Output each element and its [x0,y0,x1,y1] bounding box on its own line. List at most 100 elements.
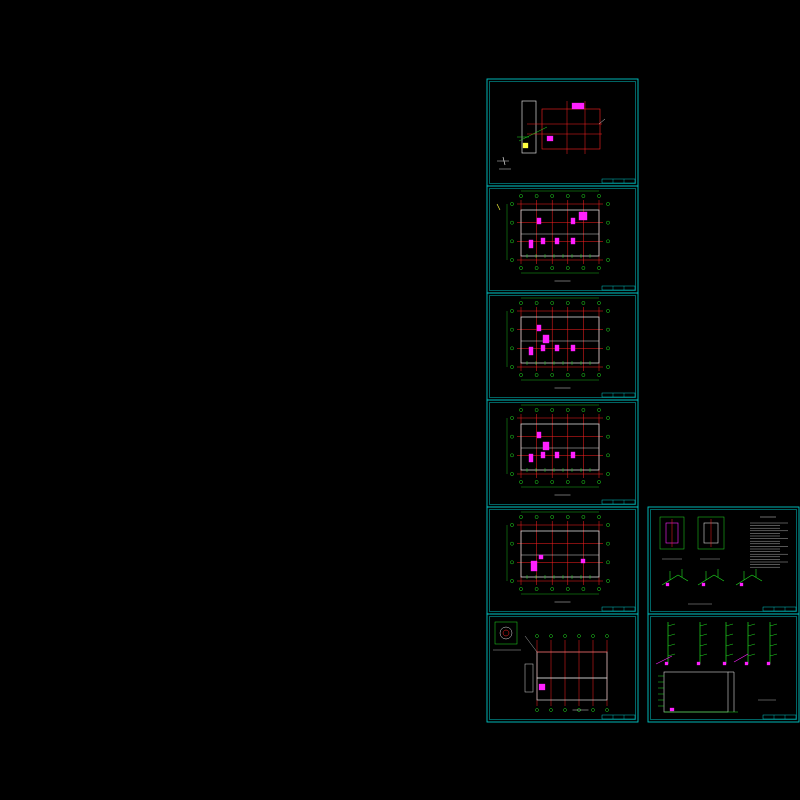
axis-bubble [534,480,539,484]
axis-bubble [534,408,539,412]
drawing-line [699,623,708,627]
axis-bubble [597,373,601,377]
drawing-line [725,653,734,657]
axis-bubble [510,560,514,565]
axis-bubble [606,453,610,458]
axis-bubble [606,560,610,565]
axis-bubble [510,239,514,244]
drawing-rect [546,135,554,142]
drawing-line [699,653,708,657]
floor-plan-sheet-2 [486,292,639,401]
drawing-line [769,633,778,637]
drawing-rect [601,499,636,505]
axis-bubble [581,587,586,591]
axis-bubble [550,515,555,519]
drawing-rect [542,441,550,451]
drawing-line [733,653,749,663]
axis-bubble [597,194,601,198]
axis-bubble [519,301,523,305]
drawing-line [751,574,763,582]
axis-bubble [606,523,610,527]
drawing-line [667,633,676,637]
drawing-rect [766,661,771,666]
axis-bubble [577,634,581,638]
drawing-rect [489,295,636,398]
drawing-rect [722,661,727,666]
axis-bubble [519,266,523,270]
axis-bubble [534,266,539,270]
drawing-rect [665,582,670,587]
drawing-rect [540,451,546,459]
drawing-rect [570,344,576,352]
drawing-rect [489,402,636,505]
axis-bubble [510,258,514,262]
drawing-rect [697,516,725,550]
axis-bubble [606,239,610,244]
axis-bubble [510,472,514,476]
drawing-rect [520,530,600,578]
tank-circle [499,626,513,640]
axis-bubble [565,266,570,270]
drawing-rect [541,108,601,150]
drawing-rect [538,554,544,560]
drawing-rect [538,683,546,691]
drawing-line [747,653,756,657]
drawing-rect [520,423,600,471]
axis-bubble [565,301,570,305]
axis-bubble [591,708,595,712]
drawing-line [769,643,778,647]
drawing-rect [669,707,675,712]
axis-bubble [550,266,555,270]
drawing-line [524,635,538,653]
drawing-line [667,653,676,657]
drawing-line [725,643,734,647]
drawing-rect [542,334,550,344]
drawing-rect [494,621,518,645]
sheets-layer [486,78,800,723]
drawing-rect [601,714,636,720]
drawing-rect [601,392,636,398]
drawing-line [713,574,725,582]
drawing-rect [578,211,588,221]
drawing-rect [528,239,534,249]
drawing-rect [530,560,538,572]
axis-bubble [581,515,586,519]
axis-bubble [510,327,514,332]
axis-bubble [606,472,610,476]
drawing-rect [601,606,636,612]
axis-bubble [519,515,523,519]
drawing-rect [601,178,636,184]
axis-bubble [534,587,539,591]
axis-bubble [605,708,609,712]
axis-bubble [519,373,523,377]
axis-bubble [534,301,539,305]
axis-bubble [550,480,555,484]
axis-bubble [510,220,514,225]
drawing-rect [739,582,744,587]
drawing-rect [664,661,669,666]
roof-plan-sheet [486,613,639,723]
drawing-rect [486,613,639,723]
drawing-rect [762,714,797,720]
drawing-rect [536,324,542,332]
axis-bubble [565,373,570,377]
axis-bubble [565,587,570,591]
axis-bubble [565,194,570,198]
drawing-rect [554,237,560,245]
axis-bubble [606,346,610,351]
drawing-line [747,643,756,647]
axis-bubble [534,373,539,377]
drawing-rect [520,209,600,257]
drawing-rect [521,100,537,154]
axis-bubble [519,194,523,198]
drawing-line [667,643,676,647]
drawing-rect [659,516,685,550]
drawing-rect [489,188,636,291]
drawing-rect [540,344,546,352]
drawing-rect [489,616,636,720]
axis-bubble [550,408,555,412]
axis-bubble [550,587,555,591]
drawing-line [699,633,708,637]
axis-bubble [591,634,595,638]
axis-bubble [597,515,601,519]
